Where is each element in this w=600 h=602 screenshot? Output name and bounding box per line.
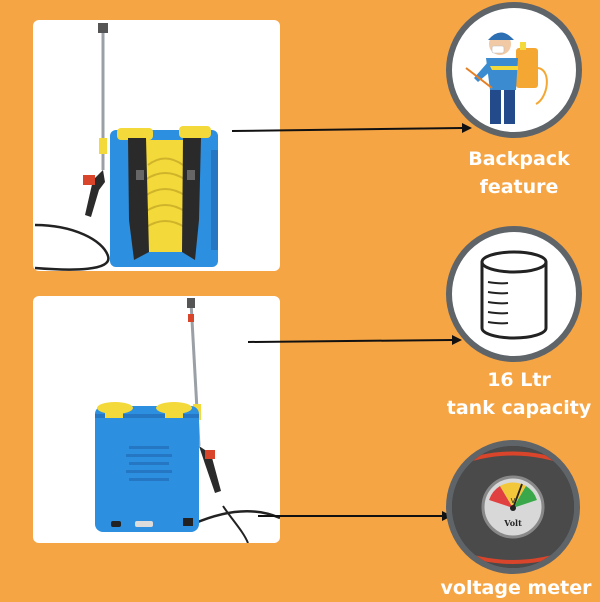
caption-line: tank capacity bbox=[446, 397, 592, 419]
caption-line: feature bbox=[479, 176, 559, 198]
sprayer-back-view-photo bbox=[33, 20, 280, 271]
arrow-to-voltage-meter bbox=[258, 511, 452, 521]
voltage-meter-icon: V Volt bbox=[452, 446, 574, 568]
caption-line: voltage meter bbox=[440, 577, 592, 599]
sprayer-front-view-photo bbox=[33, 296, 280, 543]
meter-dial-label: Volt bbox=[503, 518, 522, 528]
backpack-feature-badge bbox=[446, 2, 582, 138]
sprayer-back-view-illustration bbox=[34, 23, 218, 271]
meter-needle-label: V bbox=[511, 497, 516, 505]
caption-line: Backpack bbox=[468, 148, 570, 170]
caption-line: 16 Ltr bbox=[487, 369, 551, 391]
arrow-to-tank-capacity bbox=[248, 335, 462, 345]
backpack-sprayer-person-icon bbox=[465, 32, 548, 124]
arrow-to-backpack-feature bbox=[232, 123, 472, 133]
cylindrical-tank-icon bbox=[480, 250, 548, 340]
caption-tank-capacity: 16 Ltr tank capacity bbox=[438, 366, 600, 422]
tank-capacity-badge bbox=[446, 226, 582, 362]
caption-voltage-meter: voltage meter bbox=[432, 574, 600, 602]
voltage-meter-badge: V Volt bbox=[446, 440, 580, 574]
sprayer-front-view-illustration bbox=[95, 298, 280, 543]
caption-backpack-feature: Backpack feature bbox=[454, 145, 584, 201]
